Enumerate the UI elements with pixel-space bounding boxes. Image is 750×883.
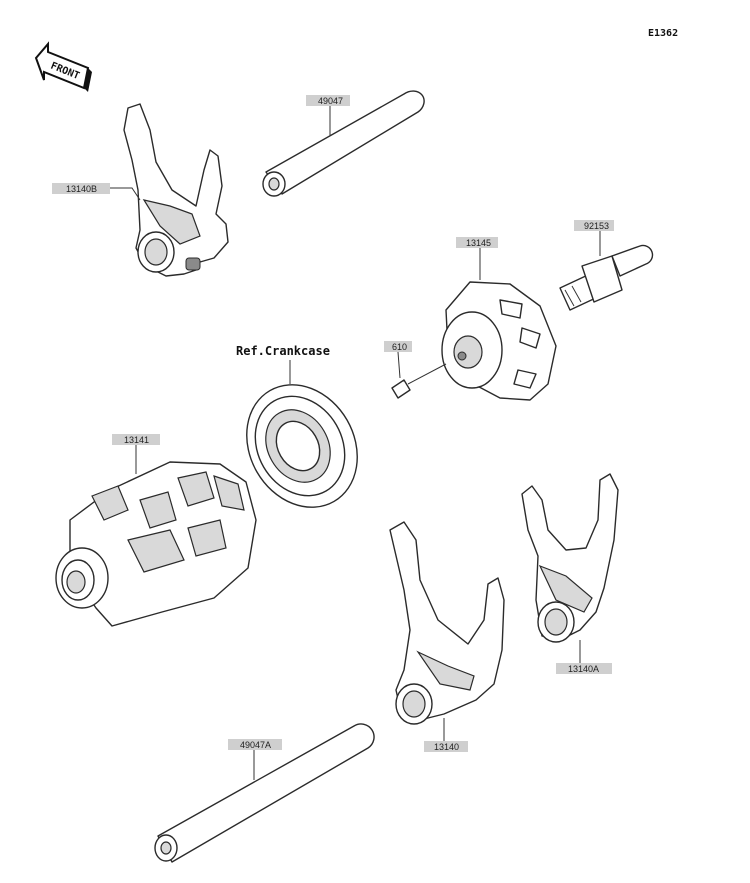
shift-fork-13140 bbox=[389, 521, 505, 725]
shift-fork-13140a bbox=[521, 473, 619, 643]
pin-92153 bbox=[559, 244, 654, 311]
label-92153: 92153 bbox=[574, 220, 614, 256]
label-13140a: 13140A bbox=[556, 640, 612, 674]
diagram-code: E1362 bbox=[648, 28, 678, 39]
svg-text:49047A: 49047A bbox=[240, 740, 271, 750]
svg-text:92153: 92153 bbox=[584, 221, 609, 231]
label-13141: 13141 bbox=[112, 434, 160, 474]
svg-text:13140: 13140 bbox=[434, 742, 459, 752]
svg-text:610: 610 bbox=[392, 342, 407, 352]
shaft-49047 bbox=[262, 90, 425, 197]
label-49047a: 49047A bbox=[228, 739, 282, 780]
reference-label: Ref.Crankcase bbox=[236, 344, 330, 358]
shift-drum-plate-13145 bbox=[441, 281, 557, 401]
label-13140: 13140 bbox=[424, 718, 468, 752]
shift-fork-13140b bbox=[123, 103, 229, 277]
svg-text:13141: 13141 bbox=[124, 435, 149, 445]
svg-text:13140B: 13140B bbox=[66, 184, 97, 194]
bearing bbox=[246, 360, 358, 508]
shift-drum-13141 bbox=[55, 461, 257, 627]
label-610: 610 bbox=[384, 341, 412, 379]
pin-610 bbox=[391, 363, 447, 399]
svg-text:49047: 49047 bbox=[318, 96, 343, 106]
svg-text:13140A: 13140A bbox=[568, 664, 599, 674]
label-49047: 49047 bbox=[306, 95, 350, 136]
front-arrow-icon: FRONT bbox=[34, 41, 92, 92]
label-13145: 13145 bbox=[456, 237, 498, 280]
shaft-49047a bbox=[154, 723, 375, 863]
label-13140b: 13140B bbox=[52, 183, 141, 201]
svg-text:13145: 13145 bbox=[466, 238, 491, 248]
